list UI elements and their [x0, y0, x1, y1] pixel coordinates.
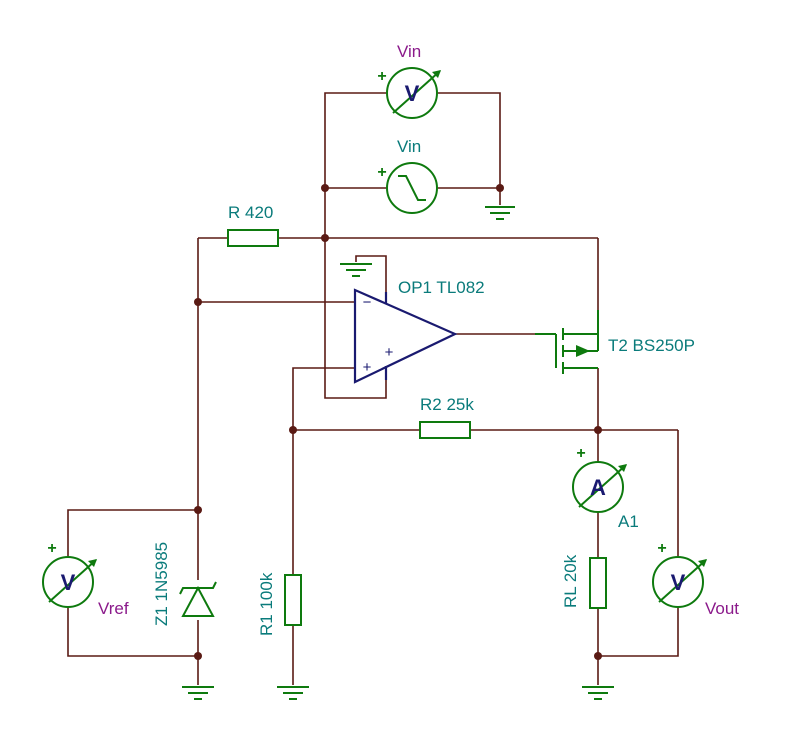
- zener-diode-icon[interactable]: [179, 581, 217, 617]
- vin-voltmeter[interactable]: V +: [377, 67, 441, 119]
- opamp-plus-sign: +: [363, 359, 372, 376]
- junctions: [194, 184, 602, 660]
- opamp-icon[interactable]: − + +: [353, 288, 458, 384]
- resistor-rl[interactable]: [589, 557, 607, 609]
- ammeter-icon: [572, 461, 624, 513]
- resistor-r2[interactable]: [419, 421, 471, 439]
- label-ammeter: A1: [618, 512, 639, 531]
- resistor-r1[interactable]: [284, 574, 302, 626]
- plus-sign: +: [377, 164, 386, 181]
- ground-icon: [485, 206, 515, 220]
- opamp-plus-supply: +: [385, 344, 394, 361]
- voltmeter-symbol: V: [61, 570, 76, 595]
- ammeter-symbol: A: [590, 475, 606, 500]
- vout-voltmeter[interactable]: V +: [652, 540, 707, 608]
- label-opamp: OP1 TL082: [398, 278, 485, 297]
- label-r2: R2 25k: [420, 395, 474, 414]
- wire-vref-bottom: [67, 608, 198, 657]
- resistor-r420[interactable]: [227, 229, 279, 247]
- plus-sign: +: [377, 68, 386, 85]
- wire-vin-meter-right: [438, 92, 501, 188]
- plus-sign: +: [576, 445, 585, 462]
- label-r420: R 420: [228, 203, 273, 222]
- vref-voltmeter[interactable]: V +: [42, 540, 97, 608]
- label-vout: Vout: [705, 599, 739, 618]
- junction-dot: [594, 652, 602, 660]
- plus-sign: +: [47, 540, 56, 557]
- label-vin-source: Vin: [397, 137, 421, 156]
- label-zener: Z1 1N5985: [152, 542, 171, 626]
- ammeter-a1[interactable]: A +: [572, 445, 627, 513]
- voltmeter-icon: [652, 556, 704, 608]
- wire-vref-top: [67, 509, 198, 556]
- junction-dot: [594, 426, 602, 434]
- plus-sign: +: [657, 540, 666, 557]
- voltage-source-icon: [386, 162, 438, 214]
- voltmeter-symbol: V: [405, 81, 420, 106]
- label-vref: Vref: [98, 599, 129, 618]
- wires: [67, 92, 679, 685]
- wire-opamp-supply: [324, 238, 387, 399]
- voltmeter-icon: [42, 556, 94, 608]
- wire-vout-bottom: [598, 608, 679, 657]
- label-r1: R1 100k: [257, 572, 276, 636]
- wire-opamp-plus: [292, 367, 355, 430]
- pmos-transistor-icon[interactable]: [535, 310, 599, 374]
- vin-source[interactable]: +: [377, 162, 438, 214]
- ground-icon: [182, 686, 214, 700]
- voltmeter-symbol: V: [671, 570, 686, 595]
- junction-dot: [321, 184, 329, 192]
- junction-dot: [496, 184, 504, 192]
- junction-dot: [194, 506, 202, 514]
- label-vin-meter: Vin: [397, 42, 421, 61]
- wire-opamp-gnd: [355, 255, 387, 292]
- opamp-minus-sign: −: [363, 294, 372, 311]
- junction-dot: [289, 426, 297, 434]
- ground-icon: [277, 686, 309, 700]
- junction-dot: [194, 652, 202, 660]
- ground-icon: [340, 263, 372, 277]
- junction-dot: [321, 234, 329, 242]
- label-transistor: T2 BS250P: [608, 336, 695, 355]
- junction-dot: [194, 298, 202, 306]
- voltmeter-icon: [386, 67, 438, 119]
- label-rl: RL 20k: [561, 554, 580, 608]
- ground-icon: [582, 686, 614, 700]
